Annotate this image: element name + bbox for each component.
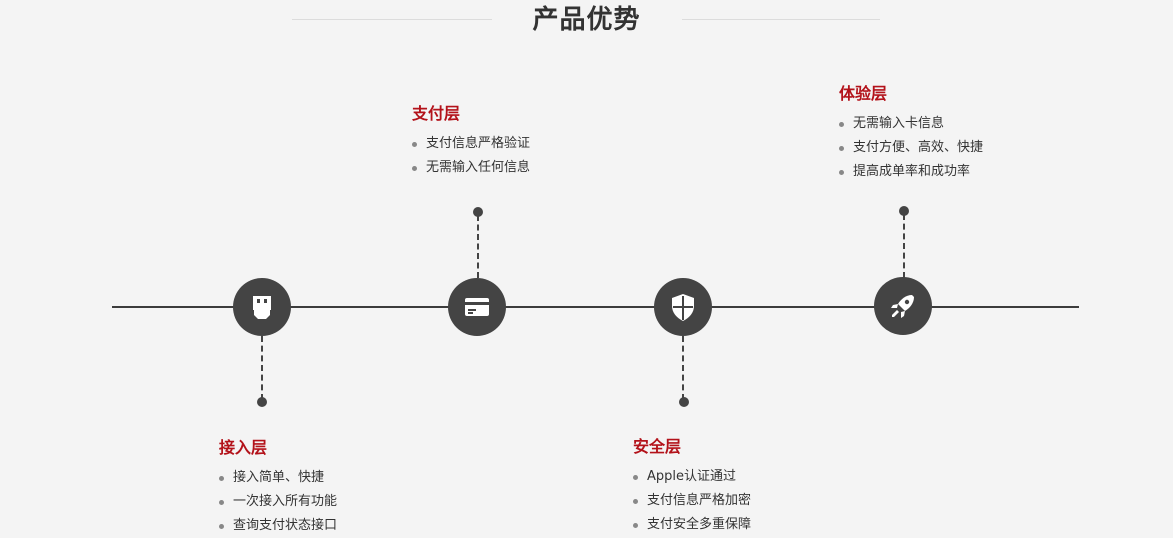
list-item: Apple认证通过: [633, 465, 751, 489]
access-layer-block: 接入层 接入简单、快捷 一次接入所有功能 查询支付状态接口: [219, 438, 337, 538]
access-layer-dot: [257, 397, 267, 407]
plug-icon: [253, 296, 271, 319]
experience-layer-node: [874, 277, 932, 335]
security-layer-heading: 安全层: [633, 437, 682, 456]
access-layer-node: [233, 278, 291, 336]
list-item: 支付安全多重保障: [633, 513, 751, 537]
experience-layer-list: 无需输入卡信息 支付方便、高效、快捷 提高成单率和成功率: [839, 112, 983, 184]
list-item: 无需输入卡信息: [839, 112, 983, 136]
security-layer-node: [654, 278, 712, 336]
list-item: 支付方便、高效、快捷: [839, 136, 983, 160]
payment-layer-node: [448, 278, 506, 336]
list-item: 支付信息严格验证: [412, 132, 530, 156]
list-item: 一次接入所有功能: [219, 490, 337, 514]
payment-layer-dot: [473, 207, 483, 217]
payment-layer-block: 支付层 支付信息严格验证 无需输入任何信息: [412, 104, 530, 180]
security-layer-connector: [682, 336, 684, 400]
experience-layer-connector: [903, 214, 905, 278]
credit-card-icon: [465, 298, 489, 316]
payment-layer-connector: [477, 215, 479, 278]
page-title: 产品优势: [532, 5, 641, 35]
title-divider-left: [292, 19, 492, 20]
payment-layer-list: 支付信息严格验证 无需输入任何信息: [412, 132, 530, 180]
shield-icon: [672, 294, 694, 321]
payment-layer-heading: 支付层: [412, 104, 461, 123]
rocket-icon: [891, 295, 914, 318]
list-item: 接入简单、快捷: [219, 466, 337, 490]
experience-layer-block: 体验层 无需输入卡信息 支付方便、高效、快捷 提高成单率和成功率: [839, 84, 983, 184]
access-layer-heading: 接入层: [219, 438, 268, 457]
access-layer-list: 接入简单、快捷 一次接入所有功能 查询支付状态接口: [219, 466, 337, 538]
security-layer-list: Apple认证通过 支付信息严格加密 支付安全多重保障: [633, 465, 751, 537]
security-layer-dot: [679, 397, 689, 407]
list-item: 支付信息严格加密: [633, 489, 751, 513]
list-item: 查询支付状态接口: [219, 514, 337, 538]
title-divider-right: [682, 19, 880, 20]
list-item: 提高成单率和成功率: [839, 160, 983, 184]
timeline-axis: [112, 306, 1079, 308]
access-layer-connector: [261, 336, 263, 400]
experience-layer-dot: [899, 206, 909, 216]
security-layer-block: 安全层 Apple认证通过 支付信息严格加密 支付安全多重保障: [633, 437, 751, 537]
list-item: 无需输入任何信息: [412, 156, 530, 180]
experience-layer-heading: 体验层: [839, 84, 888, 103]
